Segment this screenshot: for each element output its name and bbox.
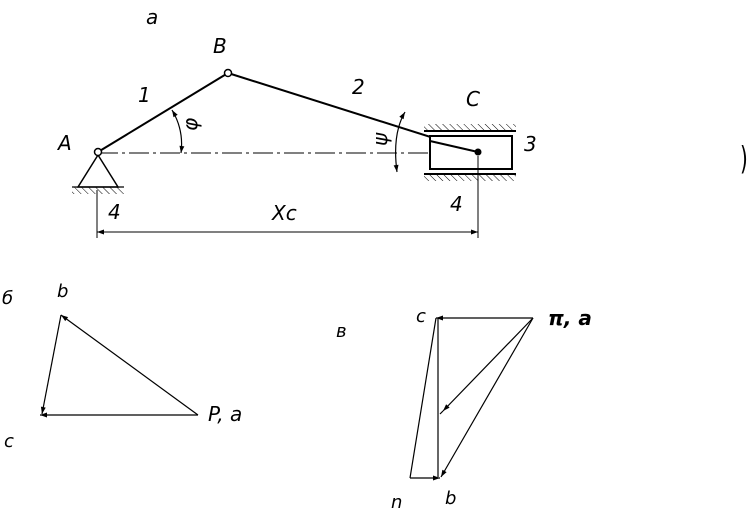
link-1-crank <box>97 72 229 153</box>
link-2-label: 2 <box>352 75 365 99</box>
ground-right-label: 4 <box>450 192 463 216</box>
velocity-point-b: b <box>57 281 68 302</box>
velocity-plan-panel: б b c P, a <box>2 281 242 452</box>
acceleration-point-b: b <box>445 488 456 509</box>
acceleration-point-c: c <box>416 306 426 327</box>
mechanism-panel: а φ ψ Xc A <box>56 5 748 238</box>
vector-pi-b-mid <box>442 317 534 412</box>
vector-pb <box>60 314 199 416</box>
vector-pi-n <box>440 317 534 478</box>
link-2-end <box>429 140 479 153</box>
velocity-point-c: c <box>4 431 14 452</box>
support-hatch <box>72 187 124 194</box>
panel-label-b: б <box>2 288 13 309</box>
bracket-mark: ) <box>740 141 748 178</box>
acceleration-pole: π, a <box>548 306 592 330</box>
panel-label-a: а <box>146 5 158 29</box>
pin-support-a <box>76 153 120 188</box>
angle-phi-label: φ <box>178 118 202 131</box>
panel-label-v: в <box>336 321 347 342</box>
velocity-pole: P, a <box>208 402 242 426</box>
angle-psi-label: ψ <box>368 132 392 146</box>
vector-pi-b-tail <box>439 410 444 415</box>
joint-a <box>93 147 103 157</box>
joint-c-pin <box>474 148 482 156</box>
slider-3 <box>429 135 513 170</box>
acceleration-plan-panel: в c π, a n b <box>336 306 592 513</box>
joint-a-label: A <box>56 131 72 155</box>
angle-phi-arc <box>171 109 185 154</box>
link-3-label: 3 <box>524 132 537 156</box>
joint-c-label: C <box>466 87 480 111</box>
vector-bc <box>40 314 62 415</box>
vector-c-n <box>409 317 437 479</box>
guide-bottom-hatch <box>424 174 516 181</box>
joint-b-label: B <box>213 34 227 58</box>
dimension-xc-label: Xc <box>271 201 297 225</box>
guide-top-hatch <box>424 124 516 131</box>
acceleration-point-n: n <box>391 492 402 513</box>
joint-b <box>223 68 233 78</box>
angle-psi-arc <box>393 111 406 173</box>
link-1-label: 1 <box>138 83 151 107</box>
ground-left-label: 4 <box>108 200 121 224</box>
